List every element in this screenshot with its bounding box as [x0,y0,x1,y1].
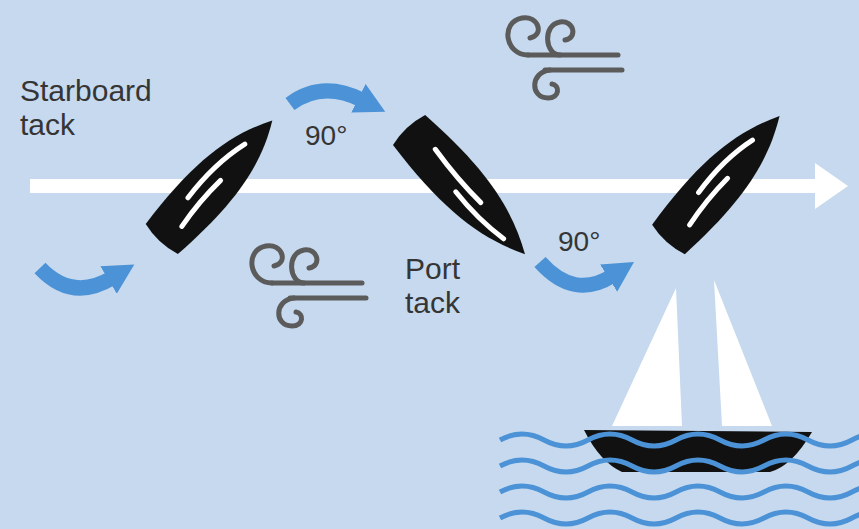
wind-symbol [508,18,622,98]
tack-label: Starboard tack [20,74,185,141]
turn-arrow [40,91,612,288]
boat-top-view [648,99,798,258]
waves [500,434,859,524]
boat-top-view [389,111,544,272]
angle-label: 90° [558,226,638,257]
sailboat-icon [584,280,812,472]
boat-top-view [141,103,290,258]
tack-label: Port tack [405,252,505,319]
wind-symbol [252,246,366,326]
angle-label: 90° [305,120,385,151]
